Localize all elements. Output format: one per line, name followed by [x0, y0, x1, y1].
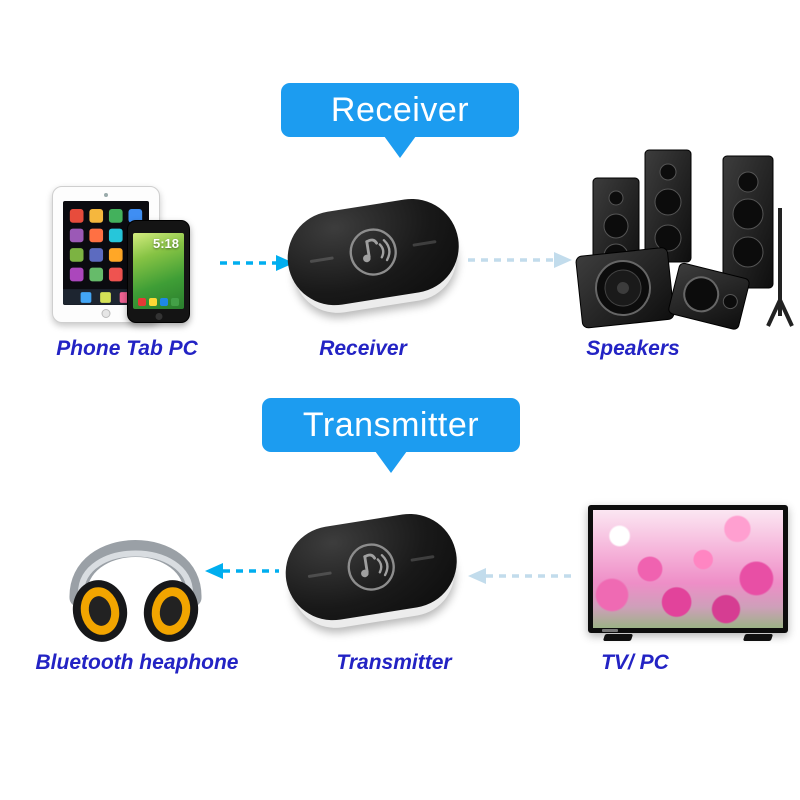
tablet-camera-dot	[104, 193, 108, 197]
tv-illustration	[588, 505, 788, 633]
phone-screen: 5:18	[133, 233, 184, 309]
phone-illustration: 5:18	[127, 220, 190, 323]
device-print-mark	[410, 555, 435, 562]
transmitter-device-illustration	[278, 507, 465, 637]
arrow-right-faint-icon	[468, 252, 572, 268]
transmitter-mode-bubble: Transmitter	[262, 398, 520, 452]
receiver-mode-bubble-label: Receiver	[330, 90, 470, 129]
tablet-home-button	[101, 309, 111, 318]
caption-speakers: Speakers	[586, 337, 680, 360]
caption-tv-pc: TV/ PC	[601, 651, 669, 674]
tv-foot-right	[742, 634, 774, 641]
device-print-mark	[307, 571, 332, 579]
app-grid-icon	[63, 209, 149, 305]
device-print-mark	[309, 256, 334, 264]
device-print-mark	[412, 240, 437, 247]
tv-screen	[593, 510, 783, 628]
receiver-device-illustration	[280, 192, 467, 322]
tablet-screen	[63, 201, 149, 305]
device-face	[278, 507, 464, 627]
transmitter-mode-bubble-label: Transmitter	[302, 405, 480, 444]
tv-foot-left	[602, 634, 634, 641]
caption-phone-tab-pc: Phone Tab PC	[56, 337, 198, 360]
arrow-right-icon	[220, 255, 294, 271]
headphones-illustration	[69, 540, 202, 642]
speakers-illustration	[575, 149, 794, 330]
tv-brand-logo	[602, 629, 618, 632]
receiver-mode-bubble: Receiver	[281, 83, 519, 137]
music-note-icon	[349, 228, 397, 276]
music-note-icon	[347, 543, 395, 591]
phone-dock-icons	[133, 298, 184, 306]
arrow-left-icon	[205, 563, 279, 579]
caption-receiver: Receiver	[319, 337, 407, 360]
phone-clock: 5:18	[152, 236, 179, 251]
arrow-left-faint-icon	[468, 568, 572, 584]
caption-bluetooth-headphone: Bluetooth heaphone	[35, 651, 239, 674]
caption-transmitter: Transmitter	[336, 651, 452, 674]
device-face	[280, 192, 466, 312]
phone-home-button	[155, 313, 162, 320]
